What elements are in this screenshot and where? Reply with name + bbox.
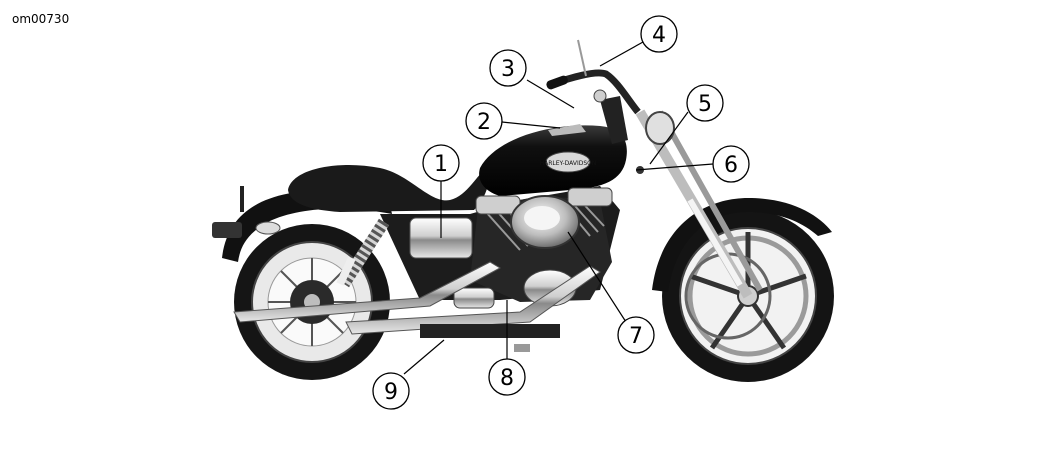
headlight bbox=[645, 111, 675, 145]
callout-5: 5 bbox=[686, 84, 724, 122]
front-fender bbox=[652, 198, 832, 292]
callout-7-label: 7 bbox=[629, 324, 643, 349]
rear-turn-signal bbox=[255, 221, 281, 235]
exhaust-pipes bbox=[233, 261, 601, 335]
lower-frame bbox=[420, 324, 560, 338]
callout-1: 1 bbox=[422, 144, 460, 182]
left-grip bbox=[546, 75, 568, 90]
callout-4: 4 bbox=[640, 15, 678, 53]
callouts: 1 2 3 4 5 6 7 bbox=[372, 15, 750, 410]
tail-light bbox=[212, 222, 242, 238]
callout-6: 6 bbox=[712, 145, 750, 183]
front-end bbox=[546, 39, 675, 174]
callout-4-label: 4 bbox=[652, 23, 666, 48]
mirror bbox=[593, 89, 607, 103]
callout-2: 2 bbox=[465, 102, 503, 140]
callout-5-label: 5 bbox=[698, 92, 712, 117]
callout-9: 9 bbox=[372, 372, 410, 410]
callout-3: 3 bbox=[489, 49, 527, 87]
handlebar bbox=[550, 69, 641, 115]
callout-9-label: 9 bbox=[384, 380, 398, 405]
callout-8-label: 8 bbox=[500, 366, 514, 391]
seat bbox=[288, 164, 489, 212]
tank-logo-badge bbox=[545, 151, 591, 173]
leader-lines bbox=[403, 41, 714, 375]
callout-8: 8 bbox=[488, 358, 526, 396]
figure-id: om00730 bbox=[12, 12, 70, 26]
tank-logo-text: HARLEY-DAVIDSON bbox=[540, 160, 597, 167]
transmission-cover bbox=[453, 287, 495, 309]
footpeg bbox=[514, 344, 530, 352]
callout-6-label: 6 bbox=[724, 153, 738, 178]
callout-7: 7 bbox=[617, 316, 655, 354]
rear-shock bbox=[336, 218, 390, 288]
callout-2-label: 2 bbox=[477, 110, 491, 135]
callout-1-label: 1 bbox=[434, 152, 448, 177]
tank-cap bbox=[548, 124, 586, 136]
callout-3-label: 3 bbox=[501, 57, 515, 82]
engine bbox=[453, 187, 613, 309]
